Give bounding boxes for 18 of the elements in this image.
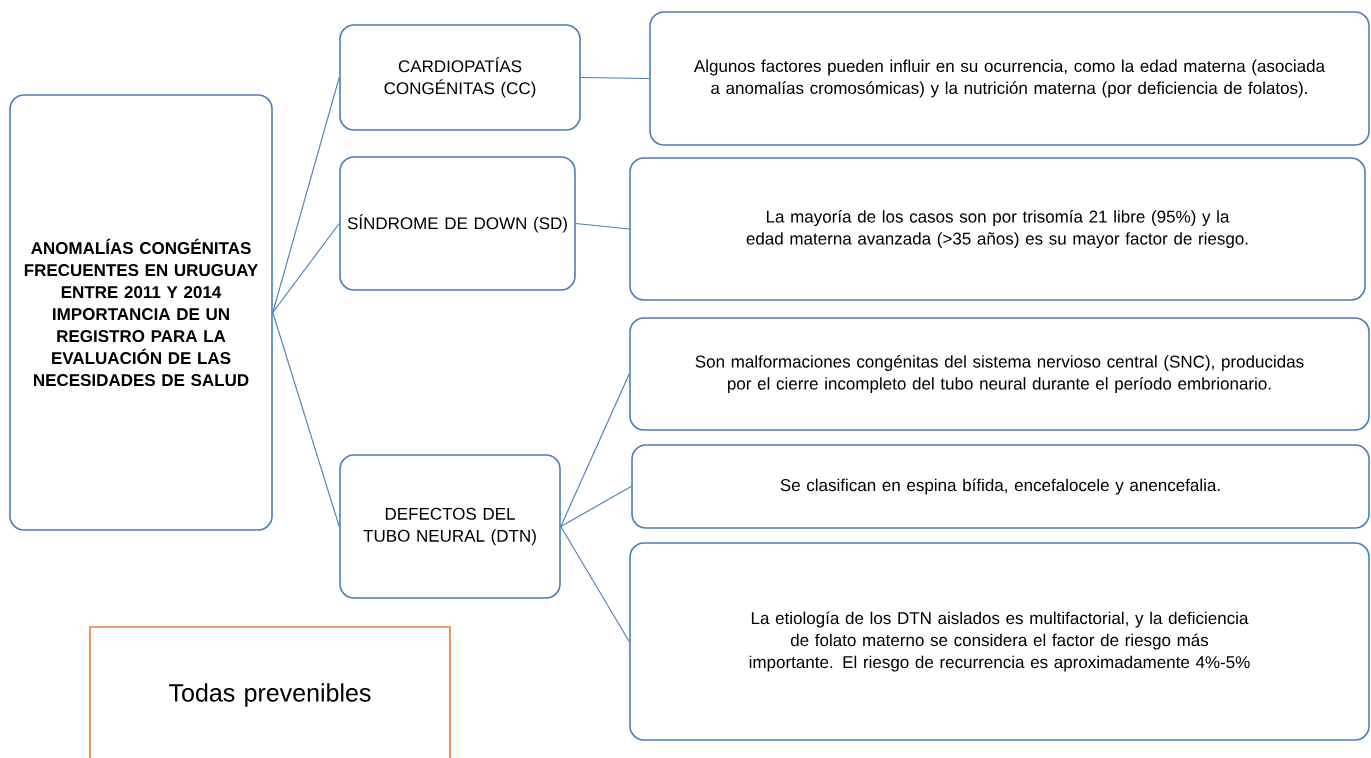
connector-line [575,222,630,230]
rounded-box: La etiología de los DTN aislados es multifactorial, y la deficiencia de folato materno se considera el factor de riesgo más importante. El riesgo de recurrencia es aproximadamente 4%-5% [629,542,1370,741]
rounded-box: Son malformaciones congénitas del sistema nervioso central (SNC), producidas por el cierre incompleto del tubo neural durante el período embrionario. [629,317,1370,431]
connector-line [272,76,340,314]
connector-line [580,76,650,80]
rounded-box: La mayoría de los casos son por trisomía 21 libre (95%) y la edad materna avanzada (>35 años) es su mayor factor de riesgo. [629,157,1366,301]
connector-line [272,222,340,314]
connector-line [272,311,340,528]
rounded-box: Se clasifican en espina bífida, encefalocele y anencefalia. [631,444,1370,529]
rounded-box: SÍNDROME DE DOWN (SD) [339,156,576,291]
outlined-box: Todas prevenibles [89,626,451,758]
connector-line [560,485,632,528]
rounded-box: Algunos factores pueden influir en su ocurrencia, como la edad materna (asociada a anomalías cromosómicas) y la nutrición materna (por deficiencia de folatos). [649,11,1370,146]
connector-line [560,525,630,643]
connector-line [560,373,630,528]
rounded-box: ANOMALÍAS CONGÉNITAS FRECUENTES EN URUGUAY ENTRE 2011 Y 2014 IMPORTANCIA DE UN REGISTRO PARA LA EVALUACIÓN DE LAS NECESIDADES DE SALUD [9,94,273,531]
rounded-box: CARDIOPATÍAS CONGÉNITAS (CC) [339,24,581,131]
rounded-box: DEFECTOS DEL TUBO NEURAL (DTN) [339,454,561,599]
